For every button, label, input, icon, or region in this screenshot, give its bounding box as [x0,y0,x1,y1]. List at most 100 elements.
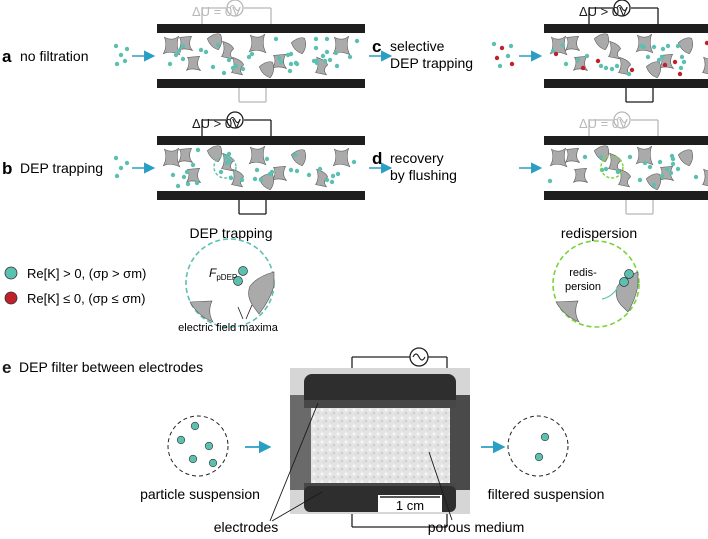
incoming-particle-teal [124,160,130,166]
particle-teal [294,168,300,174]
particle-teal [226,57,232,63]
voltage-label: ΔU > 0V [192,116,241,131]
electrode-leader-1 [269,402,319,522]
suspension-particle [204,441,214,451]
particle-teal [194,180,200,186]
panel-e-title: DEP filter between electrodes [19,359,203,375]
legend-positive-label: Re[K] > 0, (σp > σm) [27,266,146,281]
particle-teal [218,169,224,175]
particle-teal [615,169,621,175]
particle-teal [660,46,666,52]
outgoing-particle-teal [657,159,663,165]
filtered-suspension-circle [507,415,569,477]
incoming-particle-red [494,55,500,61]
particle-teal [560,42,566,48]
incoming-particle-red [499,45,505,51]
particle-teal [288,61,294,67]
suspension-particle [190,421,200,431]
bottom-electrode [544,191,708,200]
particle-teal [287,68,293,74]
particle-red [595,58,601,64]
particle-teal [240,66,246,72]
photo-left-frame [290,395,312,490]
particle-teal [224,160,230,166]
particle-teal [221,70,227,76]
outgoing-particle-teal [324,49,330,55]
particle-teal [609,66,615,72]
particle-teal [679,54,685,60]
zoom-redisp-arrow [601,286,619,300]
particle-teal [173,52,179,58]
particle-teal [252,176,258,182]
particle-teal [195,147,201,153]
particle-teal [175,183,181,189]
particle-teal [647,164,653,170]
incoming-particle-teal [113,155,119,161]
zoom-force-label: FpDEP [209,266,237,282]
particle-red [580,65,586,71]
incoming-particle-teal [118,52,124,58]
particle-teal [181,174,187,180]
zoom-field-line-1 [237,306,244,320]
particle-teal [226,151,232,157]
particle-teal [575,57,581,63]
suspension-particle [176,435,186,445]
particle-teal [656,57,662,63]
top-electrode [544,24,708,33]
particle-teal [651,182,657,188]
voltage-label: ΔU = 0V [579,116,628,131]
particle-teal [627,154,633,160]
particle-teal [665,43,671,49]
particle-teal [550,48,556,54]
particle-teal [198,47,204,53]
porous-grains [549,145,708,191]
particle-suspension-circle [167,415,229,477]
particle-teal [170,172,176,178]
top-electrode [157,24,365,33]
particle-teal [273,36,279,42]
particle-teal [603,166,609,172]
scale-bar-box [378,495,442,512]
filtered-particle [534,452,544,462]
particle-red [629,67,635,73]
porous-leader [428,451,453,521]
ac-wave [616,116,628,124]
incoming-particle-teal [497,63,503,69]
particle-teal [203,49,209,55]
particle-teal [659,54,665,60]
incoming-particle-red [509,61,515,67]
particle-red [704,40,708,46]
panel-d-channel: ΔU = 0V [519,111,708,215]
panel-a-channel: ΔU = 0V [113,0,393,103]
porous-grains [162,145,351,191]
zoom-redisp-title: redispersion [561,225,637,241]
panel-b-letter: b [2,159,12,178]
outgoing-particle-teal [322,58,328,64]
panel-d-text-2: by flushing [390,167,457,183]
outgoing-particle-teal [664,166,670,172]
particle-teal [324,177,330,183]
zoom-redisp-word-1: redis- [569,267,597,279]
zoom-redispersion: redispersion redis- persion [552,225,640,328]
zoom-field-line-2 [245,304,253,320]
bottom-electrode [157,79,365,88]
particle-teal [614,63,620,69]
electrode-leader-2 [271,491,323,522]
particle-teal [354,38,360,44]
bottom-electrode [544,79,708,88]
panel-a-letter: a [2,47,12,66]
particle-teal [167,61,173,67]
outgoing-particle-teal [668,170,674,176]
photo-right-frame [449,395,470,490]
particle-teal [276,55,282,61]
particle-teal [288,167,294,173]
zoom-dep-trapping: DEP trapping FpDEP electric field maxima [178,225,279,334]
outgoing-particle-teal [314,60,320,66]
particle-teal [185,181,191,187]
ac-wave [616,4,628,12]
porous-medium-label: porous medium [428,519,525,535]
particle-red [553,51,559,57]
particle-teal [598,63,604,69]
panel-a-text: no filtration [20,48,88,64]
